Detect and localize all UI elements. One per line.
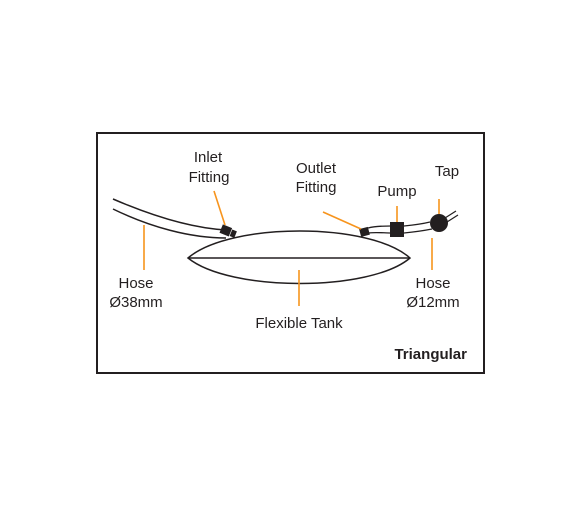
label-inlet-line2: Fitting — [189, 169, 230, 186]
label-pump: Pump — [377, 183, 416, 200]
label-hose-small-line1: Hose — [415, 275, 450, 292]
label-hose-small-line2: Ø12mm — [406, 294, 459, 311]
small-hose-pump-tap-lower — [403, 228, 433, 234]
tap-shape — [430, 214, 448, 232]
large-hose-upper-wall — [112, 198, 227, 231]
small-hose-upper-wall — [367, 225, 392, 229]
tap-spout-upper — [444, 210, 457, 219]
outlet-fitting-shape — [359, 226, 370, 237]
small-hose-pump-tap-upper — [403, 221, 431, 227]
label-hose-large-line1: Hose — [118, 275, 153, 292]
label-flexible-tank: Flexible Tank — [255, 315, 343, 332]
label-outlet-line1: Outlet — [296, 160, 337, 177]
inlet-fitting-collar — [229, 229, 237, 238]
pump-shape — [390, 222, 404, 237]
label-variant-triangular: Triangular — [394, 346, 467, 363]
diagram-frame — [96, 132, 485, 374]
tap-spout-lower — [446, 214, 459, 223]
inlet-fitting-shape — [219, 224, 233, 237]
leader-outlet-fitting — [322, 211, 362, 230]
large-hose-lower-wall — [112, 208, 227, 239]
label-inlet-line1: Inlet — [194, 149, 223, 166]
label-outlet-line2: Fitting — [296, 179, 337, 196]
leader-inlet-fitting — [213, 190, 226, 226]
label-tap: Tap — [435, 163, 459, 180]
label-hose-large-line2: Ø38mm — [109, 294, 162, 311]
